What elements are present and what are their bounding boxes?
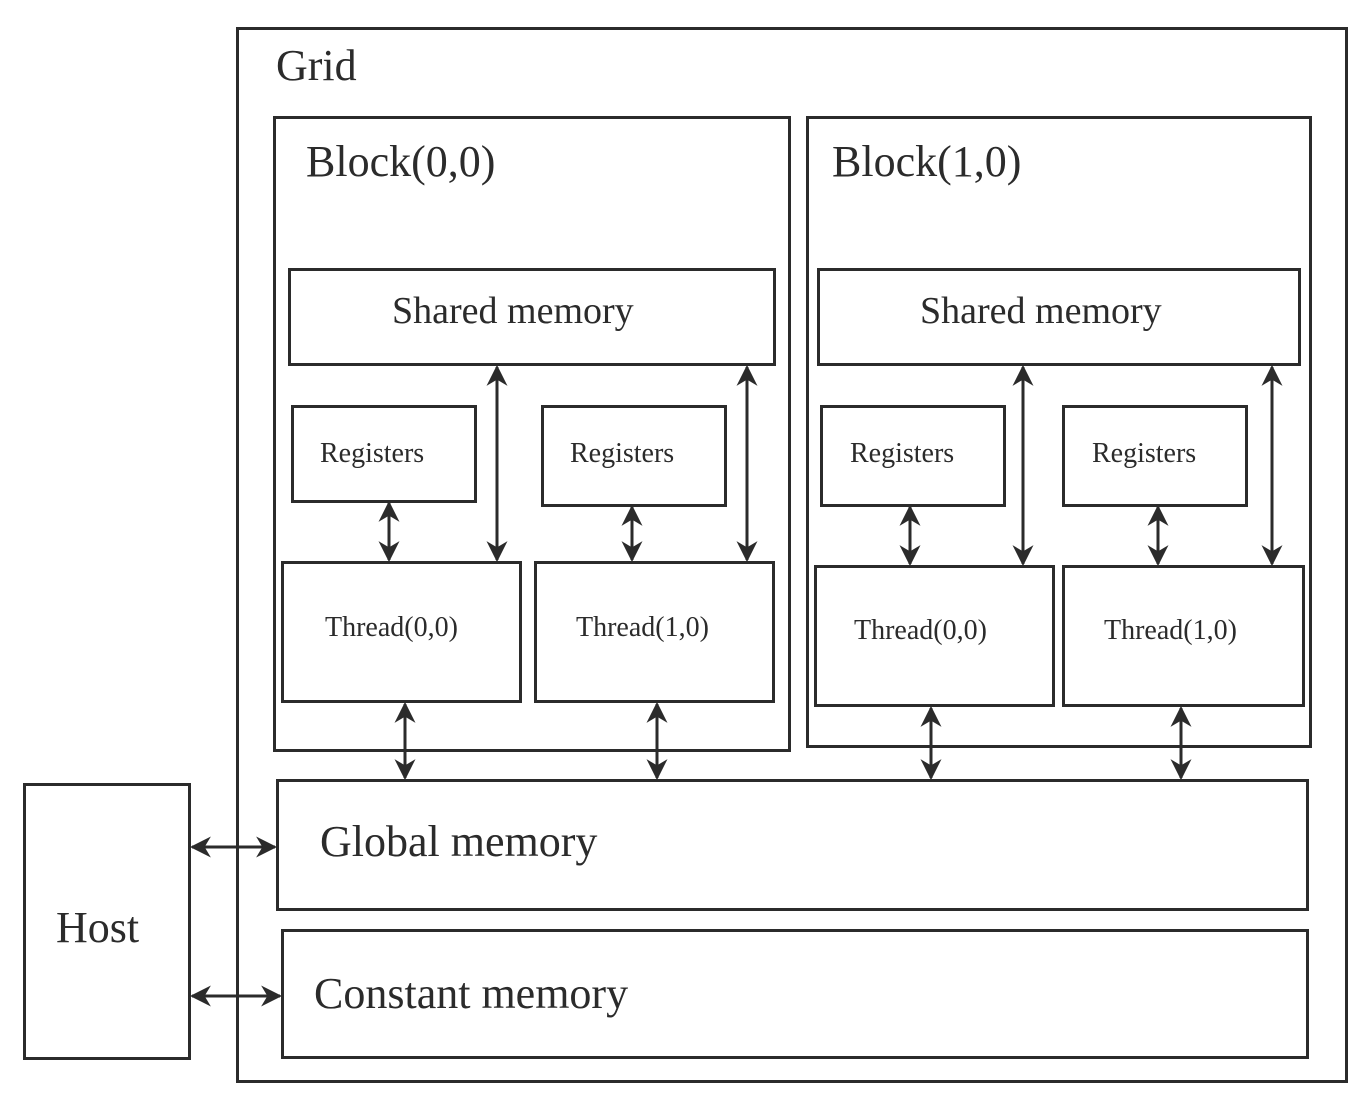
- global-memory-label: Global memory: [320, 817, 598, 866]
- global-memory-box: [276, 779, 1309, 911]
- block-1-shared-memory: [817, 268, 1301, 366]
- block-1-label: Block(1,0): [832, 137, 1022, 186]
- host-box: [23, 783, 191, 1060]
- block-0-thread-1: [534, 561, 775, 703]
- block-0-thread-1-label: Thread(1,0): [576, 612, 709, 643]
- constant-memory-box: [281, 929, 1309, 1059]
- block-0-thread-0-label: Thread(0,0): [325, 612, 458, 643]
- block-0-thread-0: [281, 561, 522, 703]
- block-0-registers-0-label: Registers: [320, 438, 425, 469]
- block-0-label: Block(0,0): [306, 137, 496, 186]
- block-0-box: [273, 116, 791, 752]
- block-1-thread-0: [814, 565, 1055, 707]
- grid-label: Grid: [276, 41, 357, 90]
- block-1-registers-0-label: Registers: [850, 438, 955, 469]
- block-1-registers-1-label: Registers: [1092, 438, 1197, 469]
- block-1-thread-1-label: Thread(1,0): [1104, 615, 1237, 646]
- host-label: Host: [56, 903, 140, 952]
- grid-box: [236, 27, 1348, 1083]
- block-0-registers-1-label: Registers: [570, 438, 675, 469]
- block-1-thread-1: [1062, 565, 1305, 707]
- block-1-shared-memory-label: Shared memory: [920, 290, 1162, 332]
- constant-memory-label: Constant memory: [314, 969, 629, 1018]
- block-0-shared-memory-label: Shared memory: [392, 290, 634, 332]
- block-1-box: [806, 116, 1312, 748]
- block-0-shared-memory: [288, 268, 776, 366]
- block-1-thread-0-label: Thread(0,0): [854, 615, 987, 646]
